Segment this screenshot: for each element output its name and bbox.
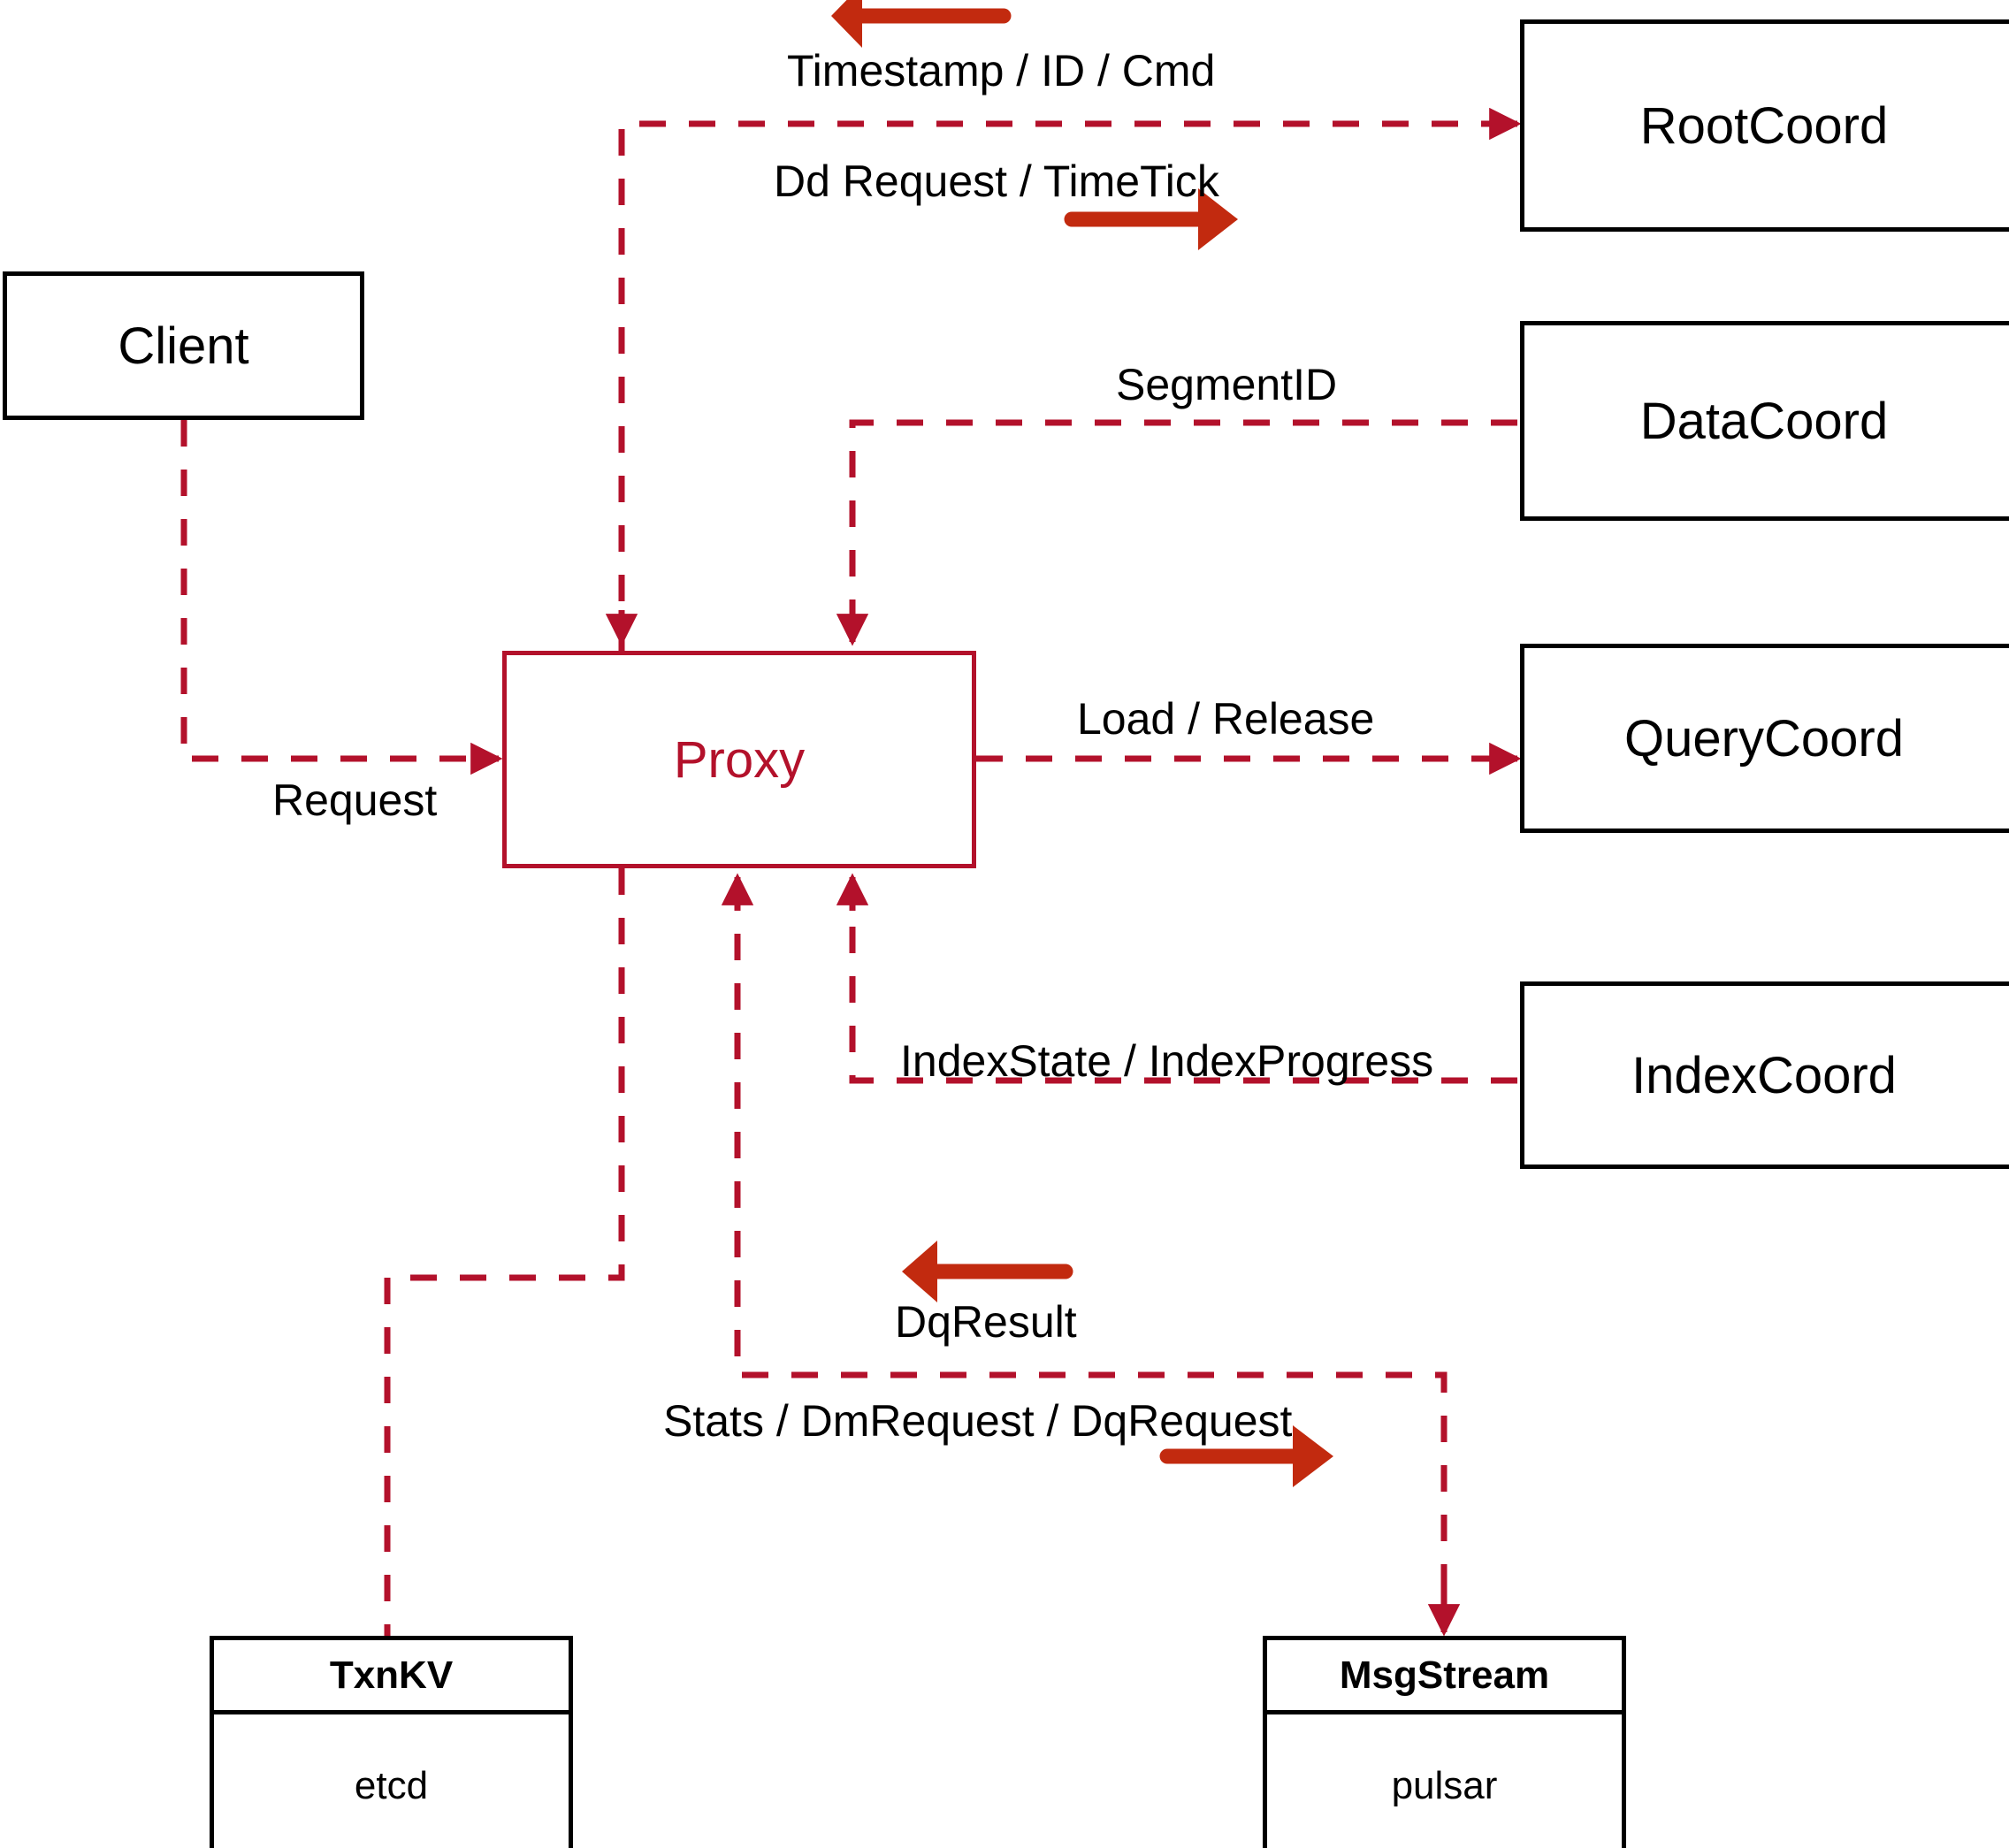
arrow-dd-request-icon	[1198, 188, 1238, 250]
edge-label-stats-dm-dq-request: Stats / DmRequest / DqRequest	[663, 1396, 1293, 1446]
arrow-timestamp-icon	[831, 0, 862, 48]
node-indexcoord[interactable]: IndexCoord	[1520, 981, 2009, 1169]
node-msgstream-impl: pulsar	[1391, 1763, 1498, 1807]
node-client[interactable]: Client	[3, 271, 364, 420]
edge-index-state	[849, 884, 1517, 1084]
node-rootcoord-label: RootCoord	[1639, 96, 1889, 155]
node-client-label: Client	[118, 317, 249, 375]
node-msgstream-title: MsgStream	[1267, 1640, 1622, 1714]
node-txnkv-title: TxnKV	[214, 1640, 569, 1714]
node-rootcoord[interactable]: RootCoord	[1520, 19, 2009, 232]
edge-label-dq-result: DqResult	[895, 1297, 1077, 1347]
node-txnkv[interactable]: TxnKV etcd	[210, 1636, 573, 1848]
edge-label-dd-request-timetick: Dd Request / TimeTick	[774, 157, 1219, 206]
node-proxy[interactable]: Proxy	[502, 651, 976, 868]
edge-request	[180, 420, 488, 762]
node-datacoord-label: DataCoord	[1639, 392, 1889, 450]
edge-segment-id	[849, 419, 1517, 619]
edge-label-segment-id: SegmentID	[1116, 360, 1338, 409]
edge-dd-request-timetick	[618, 120, 1503, 651]
arrow-dq-result-icon	[902, 1241, 937, 1302]
node-msgstream[interactable]: MsgStream pulsar	[1263, 1636, 1626, 1848]
node-indexcoord-label: IndexCoord	[1631, 1046, 1897, 1104]
node-txnkv-impl: etcd	[354, 1763, 429, 1807]
node-querycoord[interactable]: QueryCoord	[1520, 644, 2009, 833]
edge-proxy-txnkv	[384, 868, 625, 1636]
edge-label-request: Request	[272, 775, 438, 825]
edge-proxy-msgstream	[734, 884, 1448, 1592]
node-proxy-label: Proxy	[673, 730, 806, 789]
node-querycoord-label: QueryCoord	[1624, 709, 1904, 767]
edge-label-load-release: Load / Release	[1077, 694, 1375, 744]
node-datacoord[interactable]: DataCoord	[1520, 321, 2009, 521]
edge-label-timestamp-id-cmd: Timestamp / ID / Cmd	[787, 46, 1216, 95]
edge-label-index-state-progress: IndexState / IndexProgress	[900, 1036, 1434, 1086]
arrow-stats-request-icon	[1293, 1425, 1333, 1487]
